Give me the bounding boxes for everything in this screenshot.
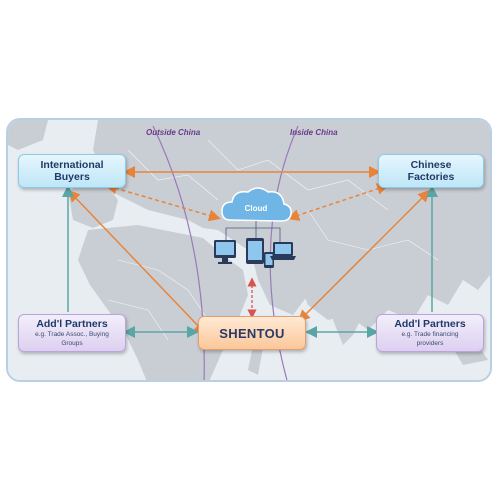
- partners-left-box: Add'l Partners e.g. Trade Assoc., Buying…: [18, 314, 126, 352]
- partners-right-subtitle-2: providers: [416, 340, 444, 347]
- international-buyers-title-2: Buyers: [54, 171, 90, 183]
- chinese-factories-title-2: Factories: [407, 171, 455, 183]
- partners-right-subtitle-1: e.g. Trade financing: [401, 331, 459, 338]
- diagram-frame: Cloud Outside China Inside: [6, 118, 492, 382]
- shentou-title: SHENTOU: [219, 325, 285, 341]
- inside-china-label: Inside China: [290, 128, 338, 137]
- international-buyers-title-1: International: [40, 159, 104, 171]
- shentou-box: SHENTOU: [198, 316, 306, 350]
- chinese-factories-title-1: Chinese: [410, 159, 452, 171]
- international-buyers-box: International Buyers: [18, 154, 126, 188]
- partners-left-subtitle-2: Groups: [61, 340, 83, 347]
- partners-right-title: Add'l Partners: [394, 318, 466, 330]
- chinese-factories-box: Chinese Factories: [378, 154, 484, 188]
- partners-right-box: Add'l Partners e.g. Trade financing prov…: [376, 314, 484, 352]
- outside-china-label: Outside China: [146, 128, 201, 137]
- partners-left-title: Add'l Partners: [36, 318, 108, 330]
- partners-left-subtitle-1: e.g. Trade Assoc., Buying: [35, 331, 109, 338]
